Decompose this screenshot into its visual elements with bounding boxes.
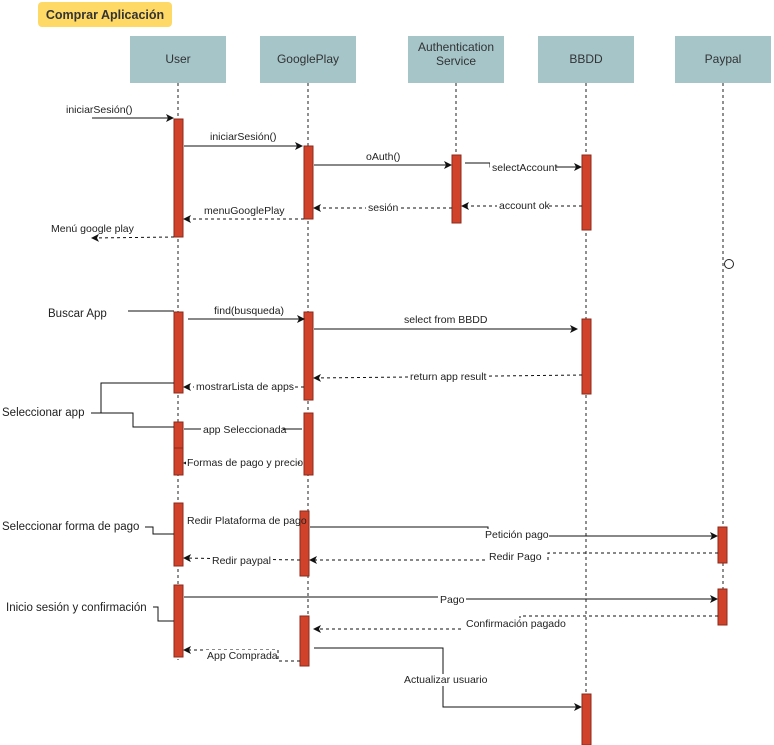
svg-text:app Seleccionada: app Seleccionada [203,424,287,436]
activation-googleplay [303,311,314,401]
action-inicio-sesion-confirmacion[interactable]: Inicio sesión y confirmación [6,602,174,622]
message-menu-googleplay[interactable]: menuGooglePlay [183,205,304,223]
svg-text:mostrarLista de apps: mostrarLista de apps [196,381,294,393]
activation-googleplay [303,412,314,476]
message-iniciar-sesion-1[interactable]: iniciarSesión() [66,104,174,122]
message-mostrar-lista-apps[interactable]: mostrarLista de apps [183,381,304,393]
activation-bbdd [581,154,592,231]
svg-text:BBDD: BBDD [569,52,603,66]
svg-text:iniciarSesión(): iniciarSesión() [66,104,133,116]
activation-user [173,584,184,658]
participant-googleplay[interactable]: GooglePlay [260,36,356,83]
activation-googleplay [299,510,310,577]
svg-text:Confirmación pagado: Confirmación pagado [466,618,566,630]
message-formas-de-pago[interactable]: Formas de pago y precio [183,457,303,469]
svg-text:Petición pago: Petición pago [485,529,549,541]
diagram-title: Comprar Aplicación [38,2,172,27]
message-actualizar-usuario[interactable]: Actualizar usuario [314,647,582,711]
message-redir-plataforma-pago[interactable]: Redir Plataforma de pago [187,515,307,527]
activations [173,118,728,745]
svg-text:Redir paypal: Redir paypal [212,555,271,567]
svg-text:iniciarSesión(): iniciarSesión() [210,131,277,143]
activation-paypal [717,588,728,626]
activation-user [173,421,184,449]
svg-text:Seleccionar forma de pago: Seleccionar forma de pago [2,521,139,533]
message-menu-google-play[interactable]: Menú google play [51,223,175,242]
activation-paypal [717,526,728,564]
activation-bbdd [581,318,592,395]
activation-user [173,311,184,394]
message-confirmacion-pagado[interactable]: Confirmación pagado [313,615,718,633]
message-peticion-pago[interactable]: Petición pago [310,526,718,541]
participant-authentication-service[interactable]: Authentication Service [408,36,504,83]
svg-text:Menú google play: Menú google play [51,223,135,235]
svg-text:oAuth(): oAuth() [366,151,400,163]
svg-text:User: User [165,52,190,66]
activation-googleplay [299,615,310,667]
message-pago[interactable]: Pago [184,594,718,606]
message-sesion[interactable]: sesión [313,202,452,214]
message-app-seleccionada[interactable]: app Seleccionada [184,424,302,436]
activation-googleplay [303,145,314,220]
action-seleccionar-app[interactable]: Seleccionar app [2,382,174,428]
message-select-from-bbdd[interactable]: select from BBDD [314,314,578,333]
activation-user [173,502,184,567]
svg-text:Comprar Aplicación: Comprar Aplicación [46,8,164,22]
paypal-marker-icon [724,259,734,269]
message-oauth[interactable]: oAuth() [314,151,452,169]
svg-text:select from BBDD: select from BBDD [404,314,488,326]
svg-text:return app result: return app result [410,371,487,383]
svg-text:Seleccionar app: Seleccionar app [2,407,84,419]
message-app-comprada[interactable]: App Comprada [183,646,300,662]
participant-user[interactable]: User [130,36,226,83]
activation-user [173,447,184,476]
message-find-busqueda[interactable]: find(busqueda) [188,305,305,323]
activation-user [173,118,184,238]
svg-text:Authentication: Authentication [418,40,494,54]
message-redir-paypal[interactable]: Redir paypal [183,554,301,567]
activation-auth [451,154,462,224]
svg-text:GooglePlay: GooglePlay [277,52,339,66]
svg-text:Paypal: Paypal [705,52,742,66]
participant-paypal[interactable]: Paypal [675,36,771,83]
svg-text:Inicio sesión y confirmación: Inicio sesión y confirmación [6,602,147,614]
svg-text:account ok: account ok [499,200,551,212]
message-account-ok[interactable]: account ok [461,200,582,212]
action-seleccionar-forma-pago[interactable]: Seleccionar forma de pago [2,521,174,535]
svg-text:selectAccount: selectAccount [492,162,557,174]
activation-bbdd [581,693,592,745]
svg-text:App Comprada: App Comprada [207,650,278,662]
svg-text:Actualizar usuario: Actualizar usuario [404,674,488,686]
svg-text:Formas de pago y precio: Formas de pago y precio [187,457,303,469]
message-select-account[interactable]: selectAccount [465,161,582,174]
svg-text:Service: Service [436,54,476,68]
svg-text:sesión: sesión [368,202,399,214]
svg-text:find(busqueda): find(busqueda) [214,305,284,317]
svg-text:Redir Plataforma de pago: Redir Plataforma de pago [187,515,307,527]
svg-text:Buscar App: Buscar App [48,308,107,320]
message-iniciar-sesion-2[interactable]: iniciarSesión() [184,131,303,150]
action-buscar-app[interactable]: Buscar App [48,308,174,320]
svg-text:menuGooglePlay: menuGooglePlay [204,205,285,217]
svg-text:Pago: Pago [440,594,465,606]
participant-bbdd[interactable]: BBDD [538,36,634,83]
svg-text:Redir Pago: Redir Pago [489,551,542,563]
message-redir-pago[interactable]: Redir Pago [309,551,718,564]
message-return-app-result[interactable]: return app result [313,371,583,383]
